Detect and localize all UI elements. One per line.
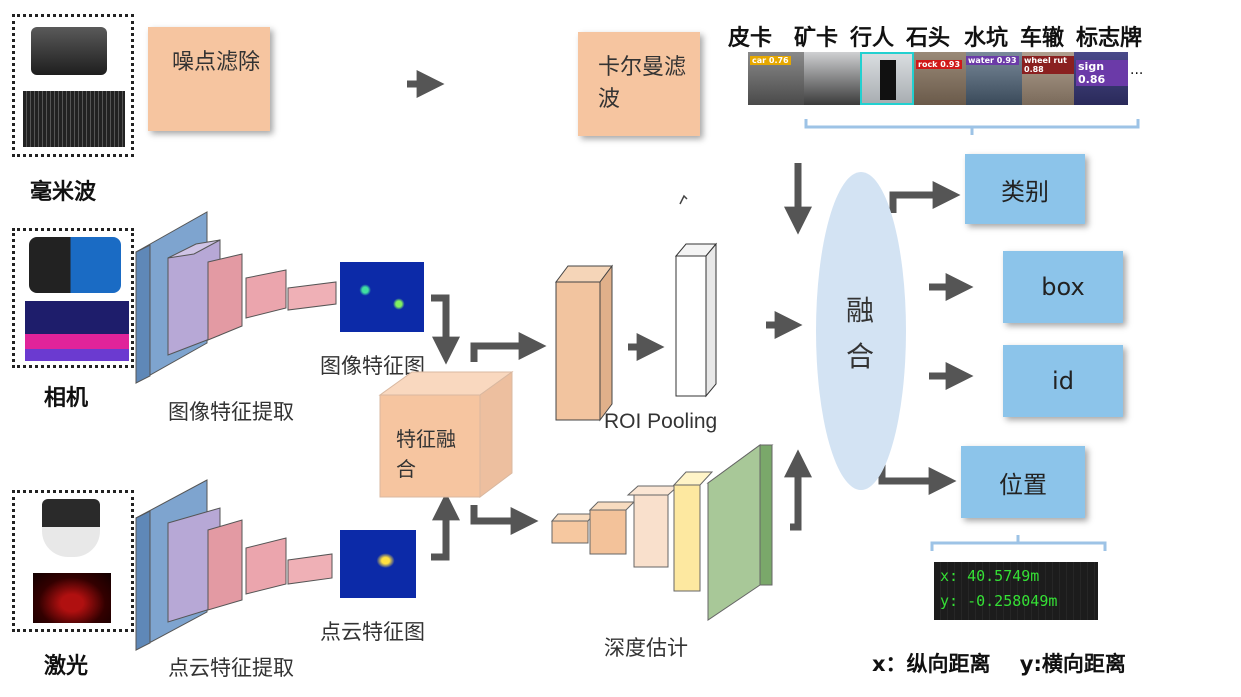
category-mine-truck: 矿卡 [794, 26, 839, 51]
image-feature-map-label: 图像特征图 [320, 354, 425, 378]
output-box: box [1003, 251, 1123, 323]
arrow-fuse-to-category [889, 181, 961, 213]
camera-depth-image [25, 301, 129, 361]
category-pickup: 皮卡 [728, 26, 773, 51]
axis-note: x：纵向距离 y:横向距离 [872, 652, 1126, 676]
detection-thumbnails: car 0.76 rock 0.93 water 0.93 wheel rut … [748, 52, 1128, 105]
camera-device-image [29, 237, 121, 293]
thumbnail-ellipsis: ... [1130, 62, 1144, 78]
arrow-imagemap-to-fusion [431, 294, 460, 365]
radar-sensor-frame [12, 14, 134, 157]
position-y-readout: y: -0.258049m [940, 592, 1058, 610]
thumb-mine-truck [804, 52, 860, 105]
position-readout-panel: x: 40.5749m y: -0.258049m [934, 562, 1098, 620]
category-rock: 石头 [906, 26, 951, 51]
thumb-water: water 0.93 [966, 52, 1022, 105]
arrow-fusion-to-roi [470, 332, 547, 362]
radar-device-image [31, 27, 107, 75]
output-category: 类别 [965, 154, 1085, 224]
fuse-node [816, 172, 906, 490]
image-feature-map [340, 262, 424, 332]
thumb-sign: sign 0.86 [1074, 52, 1128, 105]
position-x-readout: x: 40.5749m [940, 567, 1040, 585]
lidar-scan-image [33, 573, 111, 623]
category-pedestrian: 行人 [850, 26, 895, 51]
denoise-label: 噪点滤除 [172, 50, 261, 75]
thumb-car: car 0.76 [748, 52, 804, 105]
camera-label: 相机 [44, 386, 89, 411]
position-bracket [930, 535, 1107, 551]
arrow-depth-to-fuse [784, 449, 812, 531]
output-position: 位置 [961, 446, 1085, 518]
image-extract-label: 图像特征提取 [168, 400, 294, 424]
radar-label: 毫米波 [30, 180, 97, 205]
category-sign: 标志牌 [1076, 26, 1143, 51]
arrow-cloudmap-to-fusion [431, 492, 460, 561]
category-puddle: 水坑 [964, 26, 1009, 51]
kalman-box: 卡尔曼滤波 [578, 32, 700, 136]
lidar-label: 激光 [44, 654, 89, 679]
lidar-device-image [42, 499, 100, 557]
detection-categories: 皮卡 矿卡 行人 石头 水坑 车辙 标志牌 [728, 20, 1168, 51]
radar-pointcloud-image [23, 91, 125, 147]
denoise-box: 噪点滤除 [148, 27, 270, 131]
fusion-cube-label: 特征融合 [396, 427, 456, 481]
cloud-feature-map-label: 点云特征图 [320, 620, 425, 644]
depth-estimation-label: 深度估计 [604, 636, 688, 660]
camera-sensor-frame [12, 228, 134, 368]
small-glyph [679, 194, 688, 205]
thumb-pedestrian [860, 52, 914, 105]
arrow-fusion-to-depth [470, 505, 539, 535]
output-id: id [1003, 345, 1123, 417]
fuse-node-label: 融合 [846, 294, 875, 373]
thumb-rock: rock 0.93 [914, 52, 966, 105]
category-rut: 车辙 [1020, 26, 1065, 51]
cloud-feature-map [340, 530, 416, 598]
cloud-extract-label: 点云特征提取 [168, 656, 294, 680]
detections-bracket [804, 119, 1140, 135]
lidar-sensor-frame [12, 490, 134, 632]
roi-pooling-label: ROI Pooling [604, 410, 718, 433]
thumb-wheel-rut: wheel rut 0.88 [1022, 52, 1074, 105]
kalman-label: 卡尔曼滤波 [598, 55, 687, 112]
